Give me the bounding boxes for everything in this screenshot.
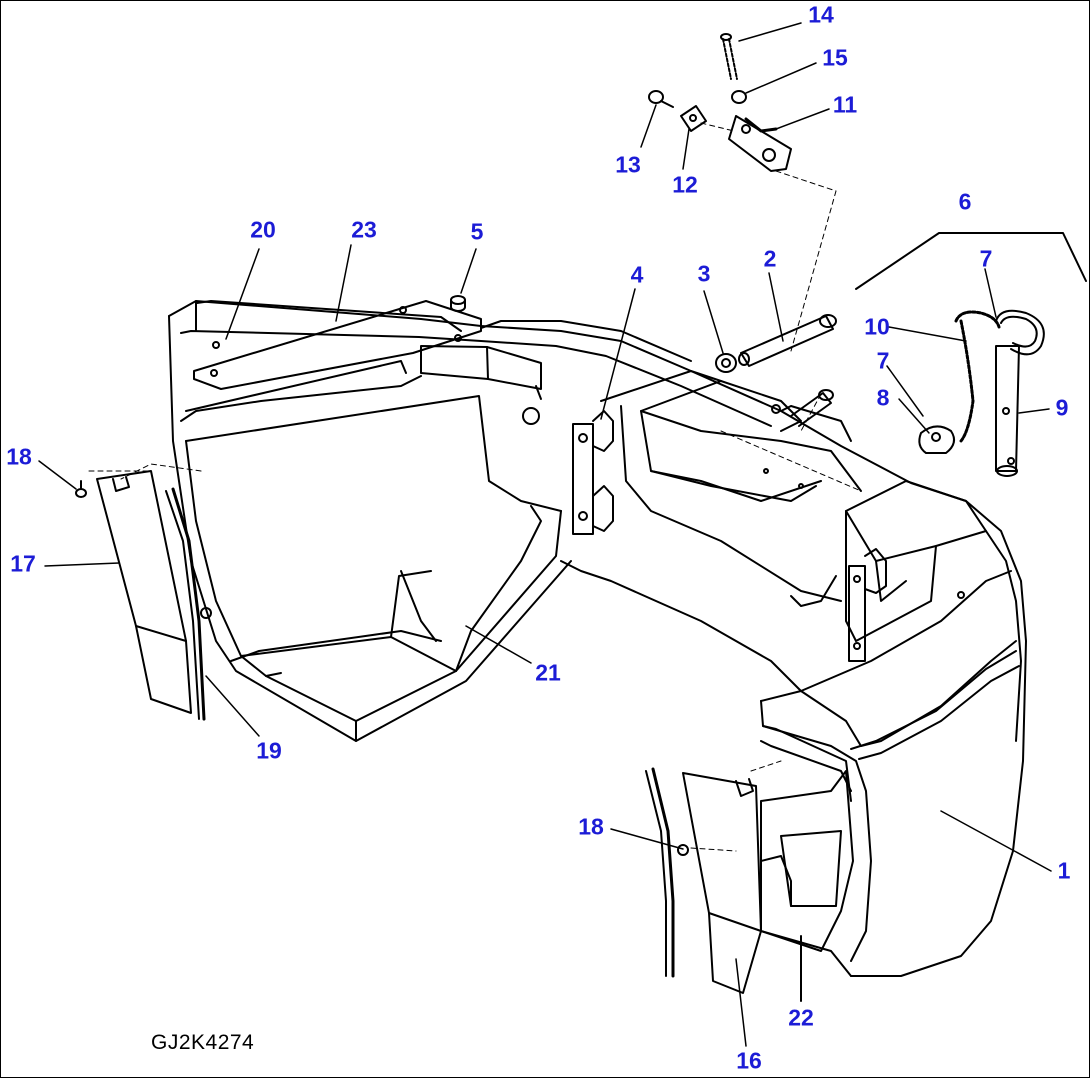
bolt-14 — [720, 33, 738, 80]
callout-20: 20 — [250, 216, 276, 243]
callout-7-mid: 7 — [876, 347, 890, 374]
right-seal-strip — [645, 767, 675, 978]
callout-9: 9 — [1055, 394, 1069, 421]
drawing-code: GJ2K4274 — [151, 1031, 255, 1054]
callout-18-left: 18 — [6, 443, 32, 470]
nut-15 — [731, 90, 747, 104]
callout-4: 4 — [630, 261, 644, 288]
callout-13: 13 — [615, 151, 641, 178]
callout-21: 21 — [535, 659, 561, 686]
callout-14: 14 — [808, 1, 834, 28]
bolt-18-left — [75, 480, 87, 498]
left-side-cover — [96, 470, 192, 714]
hinge-bracket-right — [848, 548, 887, 662]
callout-11: 11 — [832, 91, 858, 118]
callout-17: 17 — [10, 550, 36, 577]
leader-lines — [38, 22, 1052, 1047]
callout-10: 10 — [864, 313, 890, 340]
bolt-18-right — [677, 844, 689, 856]
callout-7-top: 7 — [979, 245, 993, 272]
hinge-bracket-left — [572, 410, 614, 535]
pin-lower — [790, 389, 834, 427]
callout-2: 2 — [763, 245, 777, 272]
callout-22: 22 — [788, 1004, 814, 1031]
top-cover-plate — [180, 300, 482, 422]
pin-2 — [738, 314, 837, 367]
lock-pin-set — [918, 309, 1045, 477]
callout-1: 1 — [1057, 857, 1071, 884]
callout-8: 8 — [876, 384, 890, 411]
callout-6: 6 — [958, 188, 972, 215]
counterweight-body — [168, 300, 1027, 1002]
left-seal-strip — [165, 487, 212, 721]
plate-12 — [680, 105, 707, 132]
right-side-cover — [682, 772, 762, 994]
group-bracket — [855, 232, 1087, 290]
wire-harness — [790, 575, 837, 607]
plate-11 — [728, 115, 792, 172]
callout-18-right: 18 — [578, 813, 604, 840]
bolt-13 — [648, 90, 674, 108]
rubber-stop — [450, 295, 466, 312]
callout-23: 23 — [351, 216, 377, 243]
callout-3: 3 — [697, 260, 711, 287]
callout-15: 15 — [822, 44, 848, 71]
washer-3 — [715, 353, 737, 373]
dashed-leaders — [88, 122, 862, 1002]
callout-5: 5 — [470, 218, 484, 245]
callout-16: 16 — [736, 1047, 762, 1074]
callout-19: 19 — [256, 737, 282, 764]
callout-12: 12 — [672, 171, 698, 198]
